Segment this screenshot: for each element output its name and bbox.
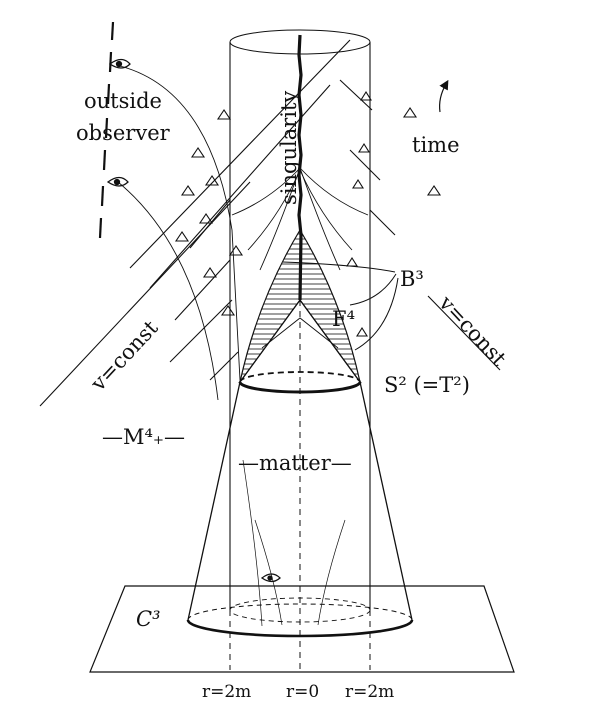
time-arrow-icon (439, 79, 449, 113)
c3-label: C³ (136, 607, 161, 631)
observer-rays (117, 65, 241, 401)
c3-plane (89, 585, 515, 673)
v-const-right-label: v=const (434, 290, 512, 371)
f4-label: F⁴ (332, 307, 355, 331)
matter-label: —matter— (238, 451, 352, 475)
b3-pointers (282, 261, 399, 351)
r-left-label: r=2m (202, 682, 251, 702)
s2-ring (238, 371, 362, 394)
b3-label: B³ (400, 267, 424, 291)
singularity-label: singularity (277, 91, 301, 205)
inner-null-curves (231, 167, 369, 271)
s2-label: S² (=T²) (384, 373, 470, 397)
r-right-label: r=2m (345, 682, 394, 702)
v-const-left-label: v=const (85, 315, 163, 396)
m4-label: —M⁴₊— (102, 425, 185, 449)
time-label: time (412, 133, 460, 157)
light-cone-icon (174, 90, 442, 337)
observer-label: observer (76, 121, 171, 145)
outside-label: outside (84, 89, 162, 113)
singularity-line (297, 34, 303, 301)
observer-eye-icon (106, 58, 281, 583)
r-center-label: r=0 (286, 682, 319, 702)
observer-worldline (98, 21, 115, 239)
